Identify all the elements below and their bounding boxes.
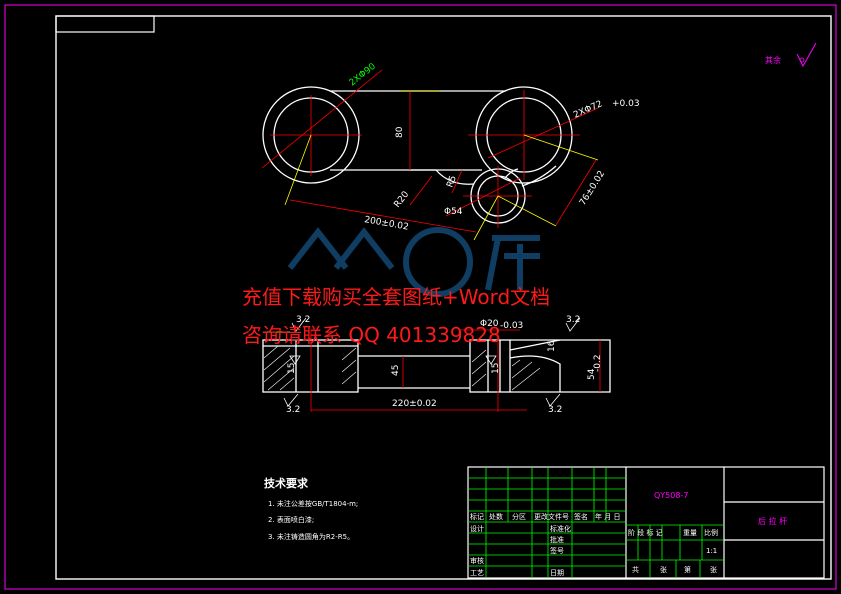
row-label-4: 签名 bbox=[574, 512, 588, 521]
tech-item-1: 1. 未注公差按GB/T1804-m; bbox=[268, 499, 358, 508]
ratio-label: 比例 bbox=[704, 528, 718, 537]
row-label-2: 分区 bbox=[512, 512, 526, 521]
roughness-symbols bbox=[283, 317, 581, 407]
sheet-1: 张 bbox=[660, 565, 667, 574]
rough-32c: 3.2 bbox=[286, 405, 300, 415]
dim-16: 16 bbox=[547, 340, 557, 352]
dim-15b: 15 bbox=[491, 363, 501, 374]
dim-220: 220±0.02 bbox=[392, 399, 437, 409]
weight-label: 重量 bbox=[683, 529, 697, 537]
dim-phi54: Φ54 bbox=[444, 207, 463, 217]
tech-title: 技术要求 bbox=[264, 476, 309, 490]
sheet-3: 张 bbox=[710, 565, 717, 574]
rough-32a: 3.2 bbox=[296, 315, 310, 325]
dim-2x72-tol: +0.03 bbox=[612, 99, 640, 109]
left-label-design: 设计 bbox=[470, 524, 484, 533]
side-view bbox=[262, 339, 611, 393]
sheet-0: 共 bbox=[632, 565, 639, 574]
scale-value: 1:1 bbox=[706, 547, 717, 555]
row-label-1: 处数 bbox=[489, 512, 503, 521]
inner-frame bbox=[55, 15, 832, 580]
logo-watermark bbox=[287, 227, 540, 297]
mid-label-approve: 批准 bbox=[550, 535, 564, 544]
left-label-process: 工艺 bbox=[470, 569, 484, 577]
outer-frame bbox=[4, 4, 837, 590]
stage-label: 阶 段 标 记 bbox=[628, 528, 663, 537]
mid-label-date: 日期 bbox=[550, 569, 564, 577]
watermark-line1: 充值下载购买全套图纸+Word文档 bbox=[242, 285, 550, 309]
part-name: 后 拉 杆 bbox=[758, 516, 787, 526]
dim-r5: R5 bbox=[445, 174, 458, 189]
corner-box bbox=[55, 15, 155, 33]
hatching bbox=[263, 345, 541, 391]
mid-label-std: 标准化 bbox=[550, 524, 571, 533]
dim-phi20: Φ20 bbox=[480, 319, 499, 329]
left-label-review: 审核 bbox=[470, 556, 484, 565]
title-block bbox=[467, 466, 825, 579]
row-label-0: 标记 bbox=[470, 512, 484, 521]
side-view-dims bbox=[263, 329, 601, 412]
drawing-number: QY508-7 bbox=[654, 491, 688, 500]
mid-label-sign: 签号 bbox=[550, 546, 564, 555]
dim-phi20-tol: -0.03 bbox=[500, 321, 523, 331]
dim-54-tol: -0.2 bbox=[593, 354, 603, 372]
tech-item-3: 3. 未注铸造圆角为R2-R5。 bbox=[268, 532, 354, 541]
svg-text:其余: 其余 bbox=[765, 55, 781, 65]
row-label-5: 年 月 日 bbox=[595, 512, 620, 521]
watermark-line2: 咨询请联系 QQ 401339828 bbox=[242, 323, 501, 347]
dim-80: 80 bbox=[395, 126, 405, 138]
rough-32b: 3.2 bbox=[566, 315, 580, 325]
sheet-2: 第 bbox=[684, 565, 691, 574]
dim-54: 54 bbox=[587, 368, 597, 380]
rough-32d: 3.2 bbox=[548, 405, 562, 415]
top-view-dims bbox=[261, 69, 599, 241]
roughness-note: 其余 bbox=[765, 42, 817, 68]
dim-15a: 15 bbox=[287, 363, 297, 374]
row-label-3: 更改文件号 bbox=[534, 512, 569, 521]
dim-45: 45 bbox=[391, 365, 401, 376]
tech-item-2: 2. 表面喷白漆; bbox=[268, 515, 314, 524]
